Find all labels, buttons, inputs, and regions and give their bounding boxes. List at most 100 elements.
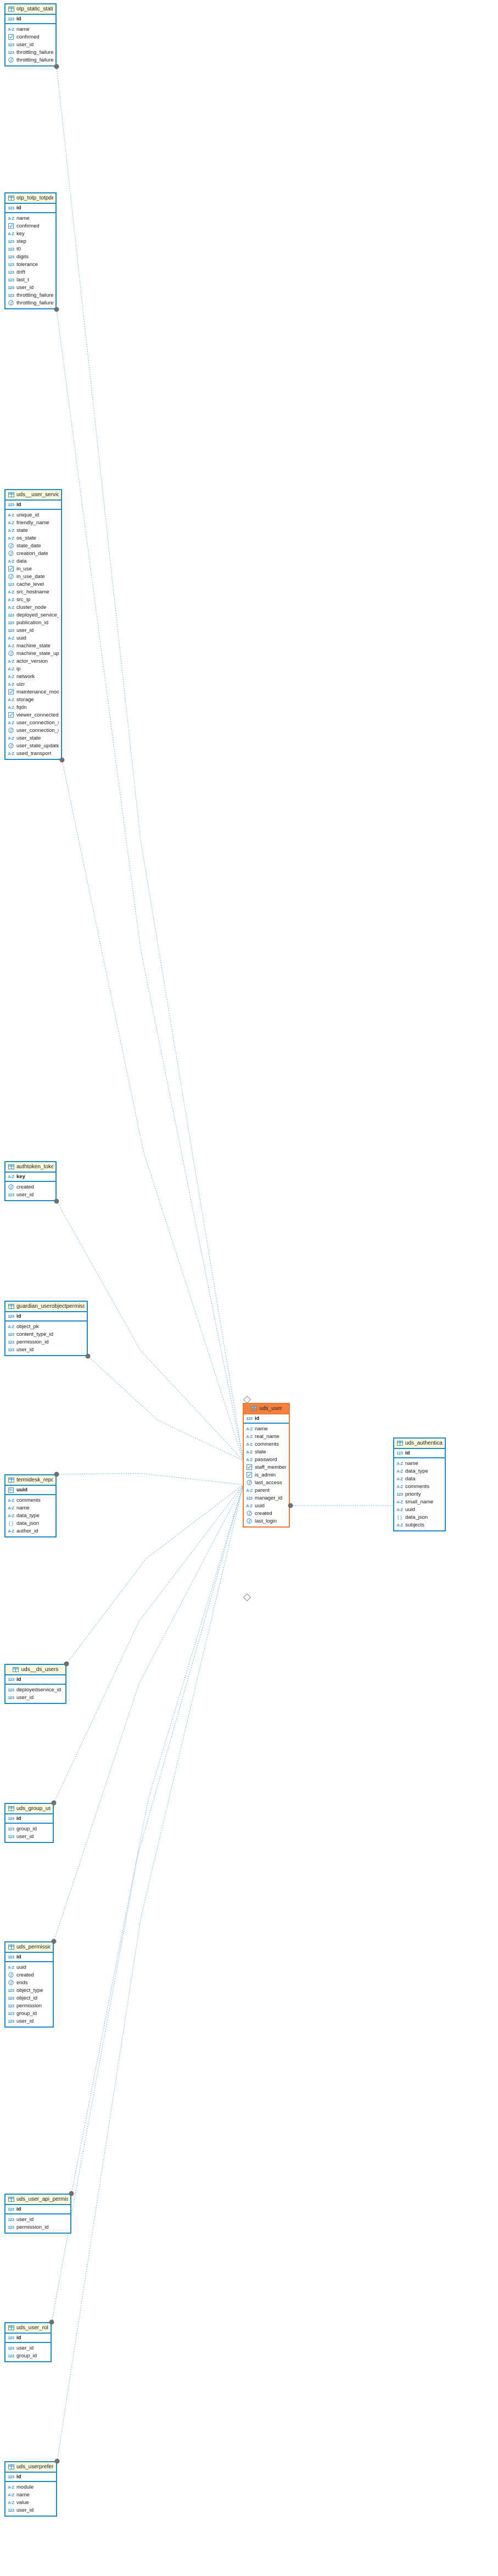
relationship-line — [51, 1473, 244, 2323]
column-label: uuid — [16, 635, 26, 641]
column-label: src_ip — [16, 596, 31, 603]
number-icon: 123 — [8, 285, 14, 290]
table-icon — [396, 1440, 403, 1446]
entity-name: authtoken_token — [16, 1164, 53, 1170]
entity-guardian_userobjectpermission[interactable]: guardian_userobjectpermission123idA-Zobj… — [4, 1301, 88, 1356]
column-row: throttling_failure_timestamp — [8, 299, 53, 307]
number-icon: 123 — [8, 269, 14, 275]
number-icon: 123 — [8, 2018, 14, 2024]
column-label: user_connection_state — [16, 719, 59, 726]
column-label: data_type — [16, 1512, 40, 1519]
entity-header: termidesk_reports — [5, 1475, 55, 1486]
entity-uds_permissions[interactable]: uds_permissions123idA-Zuuidcreatedends12… — [4, 1941, 54, 2028]
column-label: user_id — [16, 2216, 34, 2223]
entity-termidesk_reports[interactable]: termidesk_reportsuuidA-ZcommentsA-ZnameA… — [4, 1474, 57, 1537]
number-icon: 123 — [8, 581, 14, 587]
column-label: object_id — [16, 1995, 38, 2001]
cardinality-diamond-icon — [243, 1593, 251, 1602]
column-row: machine_state_updated_at — [8, 649, 59, 657]
column-row: created — [8, 1971, 51, 1979]
relationship-line — [61, 759, 244, 1473]
datetime-icon — [8, 57, 14, 63]
relationship-line — [56, 1473, 244, 1485]
entity-name: uds_group_users — [16, 1806, 51, 1812]
column-label: created — [255, 1510, 272, 1517]
relationship-anchor — [69, 2191, 74, 2196]
boolean-icon — [8, 34, 14, 40]
datetime-icon — [8, 1980, 14, 1986]
entity-header: uds__ds_users — [5, 1665, 65, 1675]
string-icon: A-Z — [8, 697, 14, 702]
string-icon: A-Z — [8, 604, 14, 610]
column-label: object_type — [16, 1987, 43, 1994]
primary-key-row: uuid — [5, 1486, 55, 1495]
table-icon — [250, 1406, 257, 1412]
string-icon: A-Z — [8, 231, 14, 236]
number-icon: 123 — [8, 2474, 14, 2479]
column-label: name — [255, 1425, 268, 1432]
column-label: os_state — [16, 535, 36, 541]
primary-key-label: id — [405, 1450, 410, 1456]
number-icon: 123 — [8, 628, 14, 633]
table-icon — [8, 195, 14, 201]
datetime-icon — [8, 1184, 14, 1190]
boolean-icon — [8, 566, 14, 572]
column-row: confirmed — [8, 222, 53, 230]
uuid-icon — [8, 1487, 14, 1493]
column-label: data — [405, 1475, 416, 1482]
number-icon: 123 — [8, 1955, 14, 1959]
json-icon: { } — [397, 1514, 402, 1520]
json-icon: { } — [8, 1520, 14, 1526]
relationship-line — [57, 1473, 244, 2462]
entity-uds_userpreference[interactable]: uds_userpreference123idA-ZmoduleA-ZnameA… — [4, 2461, 57, 2517]
entity-uds_user_api_permissions[interactable]: uds_user_api_permissions123id123user_id1… — [4, 2194, 71, 2234]
entity-uds_authenticator[interactable]: uds_authenticator123idA-ZnameA-Zdata_typ… — [393, 1437, 446, 1531]
entity-name: guardian_userobjectpermission — [16, 1303, 85, 1309]
primary-key-label: uuid — [16, 1487, 28, 1493]
column-label: machine_state — [16, 642, 51, 649]
column-label: state — [16, 527, 28, 534]
column-label: ip — [16, 665, 21, 672]
relationship-anchor — [51, 1800, 57, 1806]
primary-key-label: id — [16, 2474, 21, 2480]
entity-otp_static_staticdevice[interactable]: otp_static_staticdevice123idA-Znameconfi… — [4, 3, 57, 66]
string-icon: A-Z — [8, 2500, 14, 2505]
primary-key-label: id — [255, 1415, 260, 1422]
entity-otp_totp_totpdevice[interactable]: otp_totp_totpdevice123idA-Znameconfirmed… — [4, 192, 57, 309]
column-row: viewer_connected — [8, 711, 59, 719]
entity-name: uds__user_service — [16, 492, 59, 498]
column-label: name — [16, 1504, 30, 1511]
entity-header: authtoken_token — [5, 1162, 55, 1173]
number-icon: 123 — [8, 1687, 14, 1692]
relationship-anchor — [288, 1503, 293, 1508]
entity-uds_group_users[interactable]: uds_group_users123id123group_id123user_i… — [4, 1803, 54, 1843]
string-icon: A-Z — [8, 1513, 14, 1518]
column-label: subjects — [405, 1522, 424, 1528]
column-label: real_name — [255, 1433, 279, 1440]
